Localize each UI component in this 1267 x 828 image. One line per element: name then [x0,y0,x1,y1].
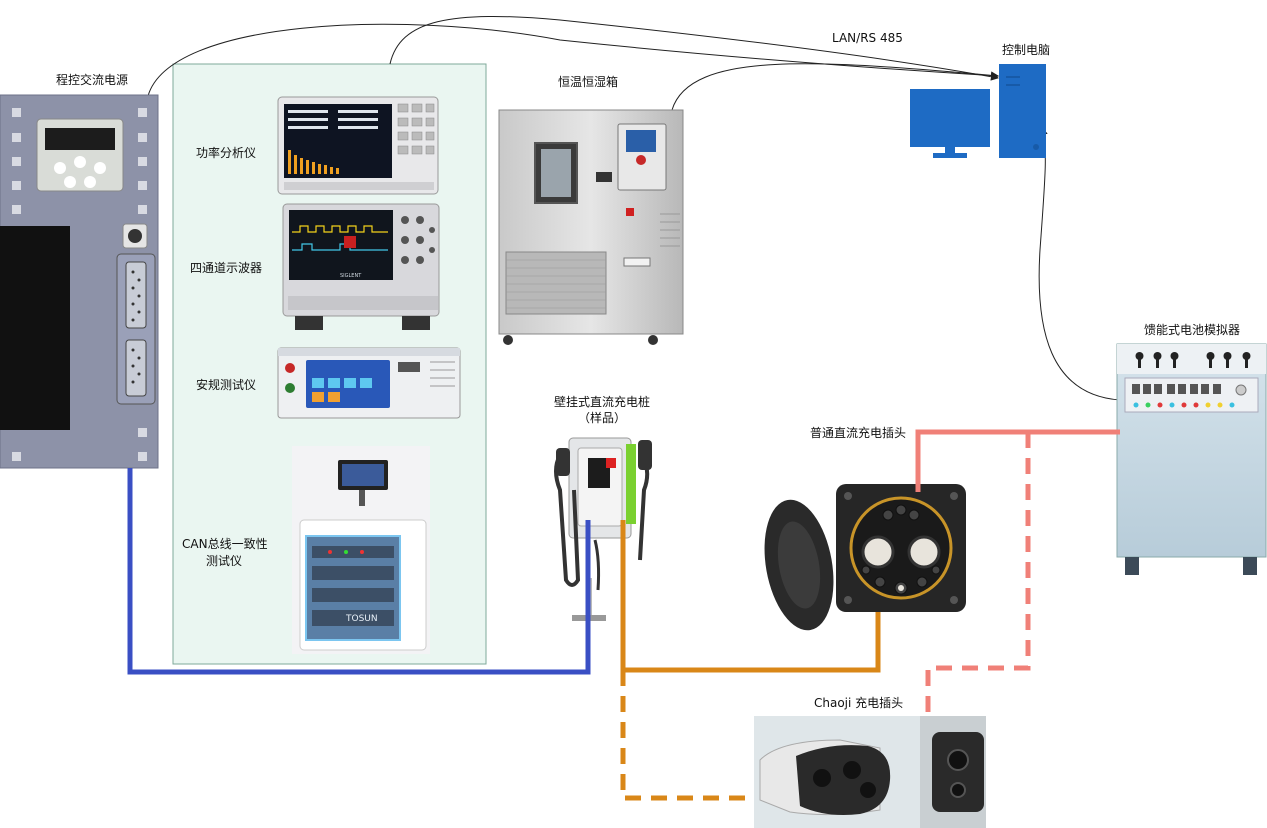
power-analyzer-device [277,96,439,195]
chaoji-plug-label: Chaoji 充电插头 [814,696,904,710]
dc-charging-inlet-device [764,484,966,631]
dc-plug-label: 普通直流充电插头 [810,426,907,440]
climate-chamber-label: 恒温恒湿箱 [558,75,619,89]
ac-power-source-label: 程控交流电源 [56,73,129,87]
can-tester-device [292,446,430,654]
safety-tester-device [277,347,461,419]
wall-charger-device [554,437,652,621]
oscilloscope-brand-text: SIGLENT [340,273,362,279]
red-chaoji-cable [925,432,1031,716]
battery-simulator-device [1116,343,1267,575]
orange-dc-cable [620,520,881,673]
can-tester-brand-text: TOSUN [345,614,378,624]
can-tester-label-line1: CAN总线一致性 [182,537,268,551]
red-dc-cable [915,429,1120,492]
orange-chaoji-cable [620,670,754,801]
climate-chamber-device [498,109,684,345]
chaoji-plug-device [754,716,986,828]
control-computer-label: 控制电脑 [1002,43,1051,57]
oscilloscope-label: 四通道示波器 [190,261,263,275]
power-analyzer-label: 功率分析仪 [196,146,257,160]
safety-tester-label: 安规测试仪 [196,378,257,392]
ac-power-source [0,94,159,469]
can-tester-label-line2: 测试仪 [205,554,242,568]
wall-charger-label-line2: （样品） [577,411,626,425]
battery-simulator-label: 馈能式电池模拟器 [1144,323,1241,337]
wall-charger-label-line1: 壁挂式直流充电桩 [553,395,650,409]
oscilloscope-device [282,203,440,330]
lan-cable-instruments [389,16,999,81]
lan-cable-ac-source [147,23,999,97]
wall-charger-label: 壁挂式直流充电桩 （样品） [547,394,657,426]
blue-ac-cable [127,468,591,675]
power-cables [127,429,1120,801]
control-computer-device [910,64,1046,158]
lan-rs485-label: LAN/RS 485 [832,31,903,45]
can-tester-label: CAN总线一致性 测试仪 [182,536,268,570]
lan-cable-chamber [671,63,999,111]
lan-cables [147,16,1121,401]
lan-cable-battery-sim [1038,127,1121,401]
